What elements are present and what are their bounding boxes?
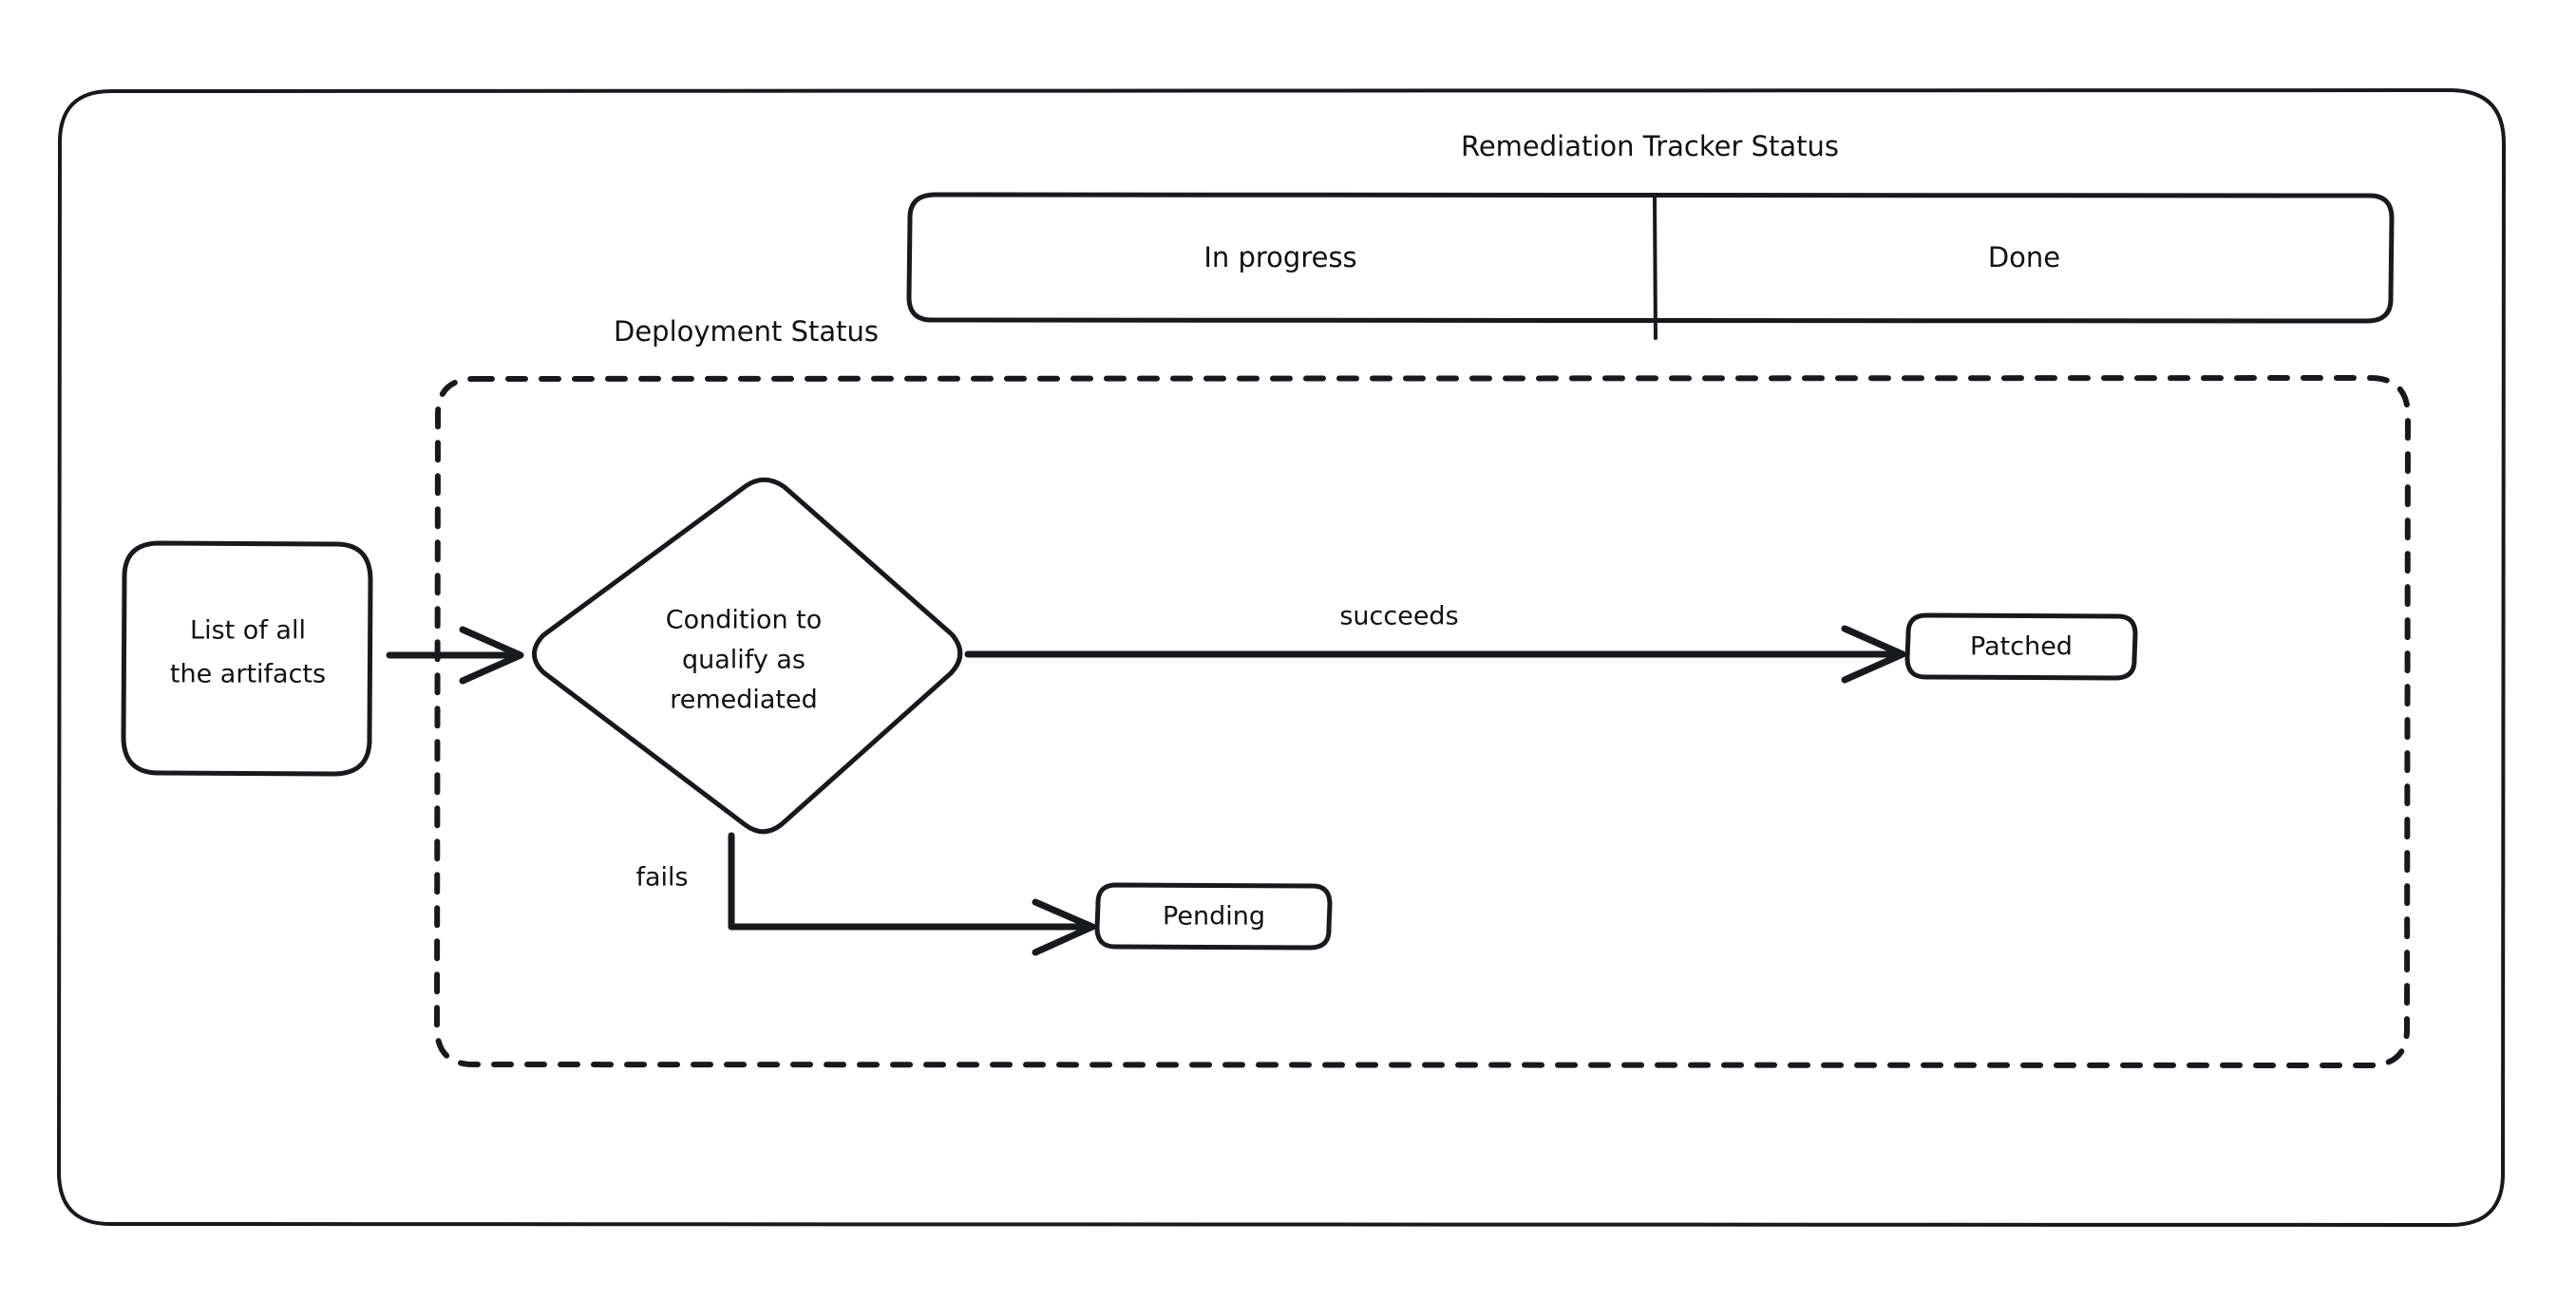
node-pending-shape[interactable]: [1094, 882, 1333, 951]
node-artifacts-shape[interactable]: [121, 540, 373, 777]
node-patched-label: Patched: [1970, 632, 2073, 662]
edge-condition-to-patched-arrowhead: [1841, 625, 1906, 684]
swimlane-box: [906, 192, 2395, 324]
group-label-deployment-status: Deployment Status: [614, 315, 879, 348]
node-patched-shape[interactable]: [1904, 612, 2138, 681]
node-condition-shape[interactable]: [532, 477, 963, 835]
swimlane-divider: [1653, 195, 1657, 340]
node-condition-label-line1: Condition to: [666, 606, 823, 635]
node-condition-label-line3: remediated: [670, 686, 818, 715]
group-dashed-border: [434, 375, 2411, 1068]
node-pending-label: Pending: [1163, 902, 1265, 932]
swimlane-title: Remediation Tracker Status: [1461, 130, 1839, 162]
swimlane-lane-label-in-progress: In progress: [1203, 241, 1356, 273]
node-condition-label-line2: qualify as: [682, 646, 805, 675]
edge-condition-to-pending: [728, 832, 1089, 931]
edge-condition-to-pending-arrowhead: [1032, 898, 1096, 956]
edge-artifacts-to-condition-arrowhead: [459, 626, 524, 685]
edge-label-fails: fails: [635, 863, 688, 893]
edge-label-succeeds: succeeds: [1339, 602, 1458, 631]
node-artifacts-label-line2: the artifacts: [170, 660, 326, 689]
outer-frame: [57, 88, 2506, 1227]
node-artifacts-label-line1: List of all: [190, 616, 306, 646]
swimlane-lane-label-done: Done: [1988, 241, 2060, 273]
